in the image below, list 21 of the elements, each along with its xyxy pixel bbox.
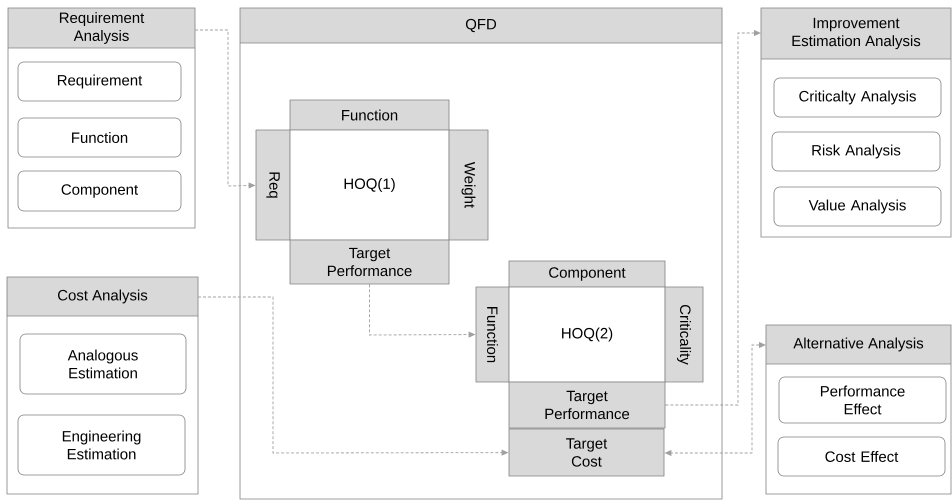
matrix-band: Weight (448, 130, 488, 240)
matrix-band: Req (256, 130, 290, 240)
matrix-band: Target Performance (508, 382, 666, 428)
matrix-band: Target Performance (290, 240, 450, 284)
item-box: Risk Analysis (772, 132, 940, 172)
item-box: Requirement (18, 62, 182, 102)
item-box: Function (18, 118, 182, 158)
matrix-band: Function (290, 100, 450, 130)
item-box: Analogous Estimation (20, 334, 186, 394)
matrix-box: HOQ(1) (290, 130, 450, 240)
matrix-band: Component (508, 260, 666, 288)
item-box: Performance Effect (778, 376, 946, 424)
item-box: Criticalty Analysis (774, 78, 942, 118)
matrix-band: Target Cost (508, 428, 664, 476)
matrix-box: HOQ(2) (508, 286, 666, 382)
item-box: Engineering Estimation (18, 414, 186, 476)
matrix-band: Criticality (664, 286, 704, 382)
item-box: Component (18, 170, 182, 212)
item-box: Cost Effect (778, 436, 946, 476)
matrix-band: Function (476, 286, 510, 382)
item-box: Value Analysis (774, 186, 942, 226)
